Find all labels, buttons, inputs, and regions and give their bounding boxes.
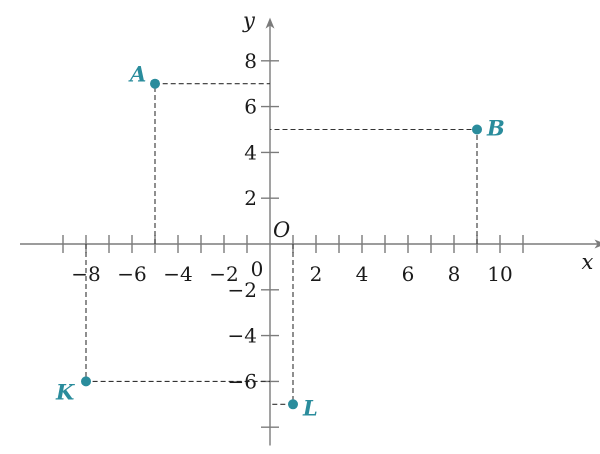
y-tick-label: 4 [244, 140, 257, 164]
x-tick-label: 6 [402, 262, 415, 286]
projection-guide-l [270, 244, 294, 405]
origin-label: O [273, 218, 290, 242]
y-tick-label: −2 [228, 278, 257, 302]
projection-guide-b [270, 128, 478, 244]
point-label-l: L [302, 395, 318, 420]
x-tick-label: 8 [448, 262, 461, 286]
x-tick-label: −6 [117, 262, 146, 286]
zero-tick-label: 0 [251, 257, 264, 281]
x-tick-label: −8 [71, 262, 100, 286]
x-tick-label: −2 [209, 262, 238, 286]
point-label-a: A [128, 62, 146, 87]
point-b [472, 124, 482, 135]
point-l [288, 399, 298, 410]
tick-labels: −8 −6 −4 −2 2 4 6 8 10 8 6 4 2 −2 −4 −6 [71, 49, 512, 394]
data-points: A B K L [55, 62, 505, 421]
tick-marks [62, 60, 524, 428]
x-axis-label: x [582, 250, 594, 274]
y-axis-arrowhead [265, 17, 275, 29]
point-k [81, 376, 91, 387]
x-tick-label: −4 [163, 262, 192, 286]
x-tick-label: 4 [356, 262, 369, 286]
x-tick-label: 10 [487, 262, 512, 286]
point-label-b: B [486, 116, 505, 141]
x-axis-arrowhead [594, 239, 600, 249]
y-tick-label: 2 [244, 186, 257, 210]
x-tick-label: 2 [310, 262, 323, 286]
y-tick-label: −4 [228, 324, 257, 348]
y-tick-label: 6 [244, 95, 257, 119]
point-a [150, 78, 160, 89]
y-axis-label: y [242, 9, 256, 33]
point-label-k: K [55, 379, 75, 404]
y-tick-label: 8 [244, 49, 257, 73]
axes [20, 17, 600, 446]
y-tick-label: −6 [228, 369, 257, 393]
